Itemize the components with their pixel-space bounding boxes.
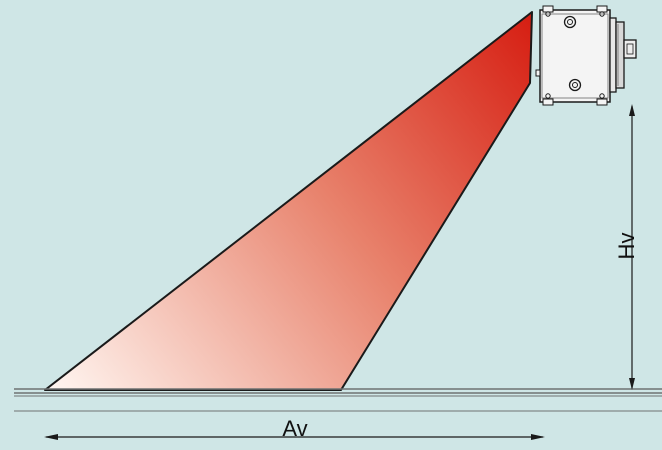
arrow-left-icon: [44, 434, 58, 440]
arrow-right-icon: [531, 434, 545, 440]
height-dimension: Hv: [614, 104, 639, 390]
floor: [14, 388, 662, 412]
arrow-down-icon: [629, 378, 635, 390]
height-label: Hv: [614, 233, 639, 260]
infrared-heater-icon: [535, 5, 637, 106]
width-dimension: Av: [44, 416, 545, 441]
arrow-up-icon: [629, 104, 635, 116]
radiation-beam: [44, 11, 533, 391]
width-label: Av: [282, 416, 307, 441]
